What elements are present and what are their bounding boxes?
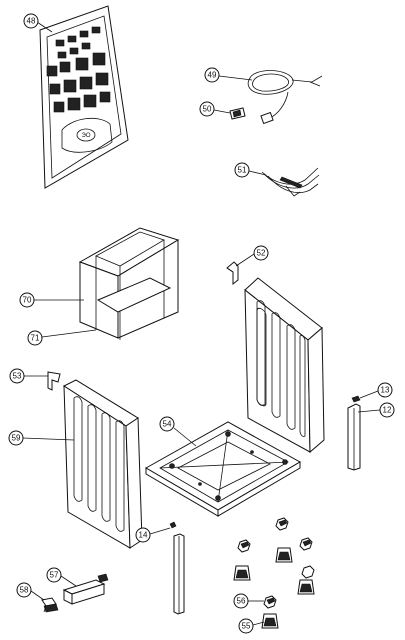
callout-71: 71 — [27, 329, 97, 346]
part-52-bracket — [226, 261, 239, 286]
svg-text:71: 71 — [31, 334, 40, 343]
callout-12: 12 — [357, 402, 395, 418]
callout-54: 54 — [159, 416, 197, 447]
svg-text:13: 13 — [381, 386, 390, 395]
part-56-bushing — [263, 595, 277, 609]
part-54-base-frame — [144, 421, 302, 517]
svg-text:54: 54 — [163, 420, 172, 429]
svg-text:70: 70 — [23, 296, 32, 305]
callout-58: 58 — [16, 582, 45, 601]
part-70-71-insulation-box — [78, 227, 180, 340]
callout-50: 50 — [199, 101, 231, 117]
svg-text:14: 14 — [139, 531, 148, 540]
svg-text:56: 56 — [237, 597, 246, 606]
part-49-power-cable — [247, 70, 323, 125]
part-57-block — [62, 573, 109, 605]
svg-text:59: 59 — [12, 434, 21, 443]
callout-52: 52 — [235, 245, 269, 267]
callout-49: 49 — [204, 67, 253, 83]
callout-51: 51 — [234, 162, 267, 178]
callout-59: 59 — [8, 430, 75, 446]
part-59-left-side-panel — [62, 379, 143, 549]
svg-text:49: 49 — [208, 71, 217, 80]
svg-text:55: 55 — [242, 622, 251, 631]
part-55-foot — [261, 613, 279, 629]
callout-14: 14 — [135, 527, 171, 543]
svg-text:ЭO: ЭO — [82, 133, 91, 139]
callout-70: 70 — [19, 292, 84, 308]
callout-48: 48 — [23, 13, 53, 33]
part-12-vertical-profile — [347, 403, 361, 471]
part-58-clip — [41, 597, 59, 613]
callout-55: 55 — [238, 618, 265, 634]
svg-text:51: 51 — [238, 166, 247, 175]
callout-57: 57 — [46, 567, 77, 587]
svg-text:53: 53 — [13, 372, 22, 381]
part-14-vertical-strip — [169, 521, 185, 615]
part-feet-set — [233, 517, 315, 595]
part-51-wire-harness — [261, 167, 320, 197]
part-48-rear-panel: ЭO — [39, 5, 129, 189]
svg-text:48: 48 — [27, 17, 36, 26]
callout-56: 56 — [233, 593, 264, 609]
svg-text:52: 52 — [257, 249, 266, 258]
part-right-side-panel — [244, 277, 325, 454]
callout-13: 13 — [359, 382, 393, 399]
svg-text:50: 50 — [203, 105, 212, 114]
part-53-clip — [47, 371, 61, 391]
callout-53: 53 — [9, 368, 48, 384]
part-50-connector — [229, 107, 246, 120]
svg-text:58: 58 — [20, 586, 29, 595]
part-13-tab — [351, 395, 361, 403]
svg-text:12: 12 — [383, 406, 392, 415]
svg-text:57: 57 — [50, 571, 59, 580]
